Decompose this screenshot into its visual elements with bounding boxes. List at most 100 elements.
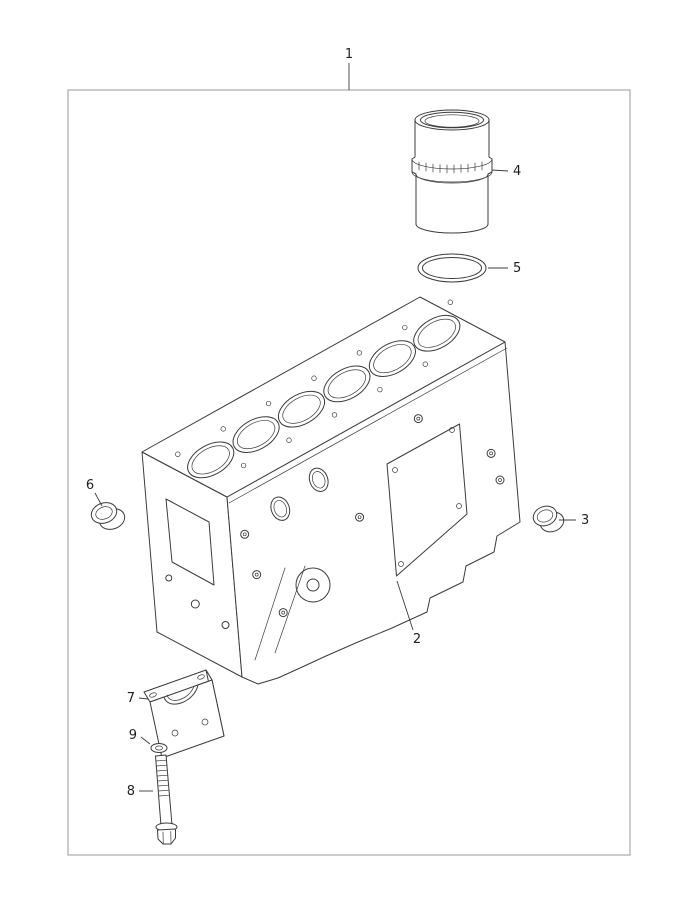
- cylinder-block-drawing: [141, 296, 521, 685]
- deck-bolt-hole: [265, 400, 272, 407]
- callout-label-9: 9: [129, 728, 137, 743]
- freeze-plug-inner: [273, 500, 287, 518]
- boss-hole: [281, 610, 286, 615]
- cylinder-bore-inner: [417, 318, 456, 348]
- liner-flange-edge: [415, 173, 489, 184]
- thread-line: [158, 794, 170, 797]
- cylinder-bore: [187, 441, 235, 479]
- liner-right-side: [487, 119, 493, 225]
- deck-bolt-hole: [286, 437, 292, 443]
- leader-line-6: [94, 492, 103, 507]
- front-face-outline: [226, 341, 521, 685]
- thread-line: [155, 764, 168, 767]
- boss: [355, 512, 365, 522]
- boss: [278, 608, 288, 618]
- deck-bolt-hole: [422, 361, 428, 367]
- cylinder-bore: [232, 416, 280, 453]
- deck-bolt-hole: [377, 386, 383, 393]
- left-face-hole: [221, 621, 230, 629]
- cup-plug-right-drawing: [532, 505, 565, 533]
- deck-bolt-hole: [311, 375, 317, 381]
- liner-bore-edge: [424, 114, 480, 128]
- callout-label-8: 8: [127, 784, 135, 799]
- left-face-hole: [165, 574, 173, 582]
- plug-rim-inner: [95, 506, 113, 520]
- callout-label-3: 3: [581, 513, 589, 528]
- bolt-threads: [155, 759, 170, 797]
- liner-flange-edge: [411, 171, 493, 183]
- thread-line: [157, 784, 169, 787]
- callout-o-ring: 5: [488, 261, 521, 276]
- boss-hole: [242, 532, 247, 537]
- freeze-plug-inner: [312, 471, 326, 489]
- panel-bolt-hole: [449, 427, 455, 433]
- callout-label-4: 4: [513, 164, 521, 179]
- large-boss-bore: [306, 578, 320, 592]
- deck-bolt-hole: [402, 324, 408, 331]
- freeze-plug: [270, 496, 291, 521]
- deck-bolt-holes: [175, 299, 453, 469]
- cap-face-hole: [201, 718, 209, 726]
- boss-hole: [489, 451, 493, 456]
- callout-cup-plug-right: 3: [559, 513, 589, 528]
- cylinder-bore-inner: [373, 344, 412, 374]
- boss: [413, 414, 423, 424]
- callout-bolt: 8: [127, 784, 153, 799]
- callout-label-7: 7: [127, 691, 135, 706]
- cap-front-face: [149, 679, 225, 759]
- callout-label-6: 6: [86, 478, 94, 493]
- plug-rim-inner: [536, 509, 554, 523]
- deck-bolt-hole: [220, 426, 226, 432]
- cylinder-bore: [413, 314, 461, 352]
- callout-label-5: 5: [513, 261, 521, 276]
- callout-cylinder-liner: 4: [491, 164, 521, 179]
- cylinder-bore: [323, 365, 371, 403]
- callout-label-2: 2: [413, 632, 421, 647]
- skirt-rib: [254, 567, 286, 661]
- liner-top-rim: [414, 109, 490, 131]
- leader-line-9: [140, 736, 151, 745]
- cylinder-bore: [277, 390, 326, 428]
- cap-bolt-hole: [149, 692, 157, 698]
- thread-line: [157, 789, 170, 792]
- boss: [240, 529, 250, 539]
- washer-hole: [155, 745, 163, 751]
- cylinder-bore: [368, 340, 416, 377]
- liner-bottom-edge: [415, 223, 489, 234]
- side-mount-panel: [386, 423, 468, 577]
- panel-bolt-hole: [398, 561, 404, 567]
- block-front-face: [226, 341, 521, 685]
- boss-hole: [498, 478, 502, 482]
- liner-knurl-band: [418, 161, 483, 174]
- callout-bearing-cap: 7: [127, 691, 149, 706]
- deck-thickness-line: [228, 347, 508, 504]
- thread-line: [155, 759, 167, 762]
- cylinder-bores: [187, 314, 461, 479]
- panel-bolt-hole: [392, 467, 398, 473]
- boss: [495, 475, 505, 485]
- cylinder-bore-inner: [236, 420, 276, 450]
- plug-rim: [532, 505, 558, 527]
- leader-line-7: [138, 697, 149, 700]
- deck-bolt-hole: [175, 451, 181, 457]
- cylinder-bore-inner: [191, 445, 230, 475]
- boss: [252, 570, 262, 580]
- bearing-cap-drawing: [143, 669, 225, 759]
- cap-face-hole: [171, 729, 179, 737]
- large-boss: [295, 567, 331, 603]
- leader-line-2: [396, 580, 414, 631]
- washer-outer: [150, 743, 168, 753]
- o-ring-inner: [422, 257, 482, 279]
- callout-cup-plug-left: 6: [86, 478, 103, 507]
- deck-bolt-hole: [331, 412, 338, 418]
- boss-hole: [416, 416, 421, 421]
- liner-flange-edge: [411, 158, 493, 170]
- boss-hole: [254, 572, 259, 577]
- bolt-drawing: [155, 754, 178, 845]
- liner-top-inner-rim: [420, 111, 484, 129]
- cylinder-bore-inner: [327, 369, 367, 399]
- liner-left-side: [411, 119, 417, 225]
- cap-bolt-hole: [197, 674, 205, 680]
